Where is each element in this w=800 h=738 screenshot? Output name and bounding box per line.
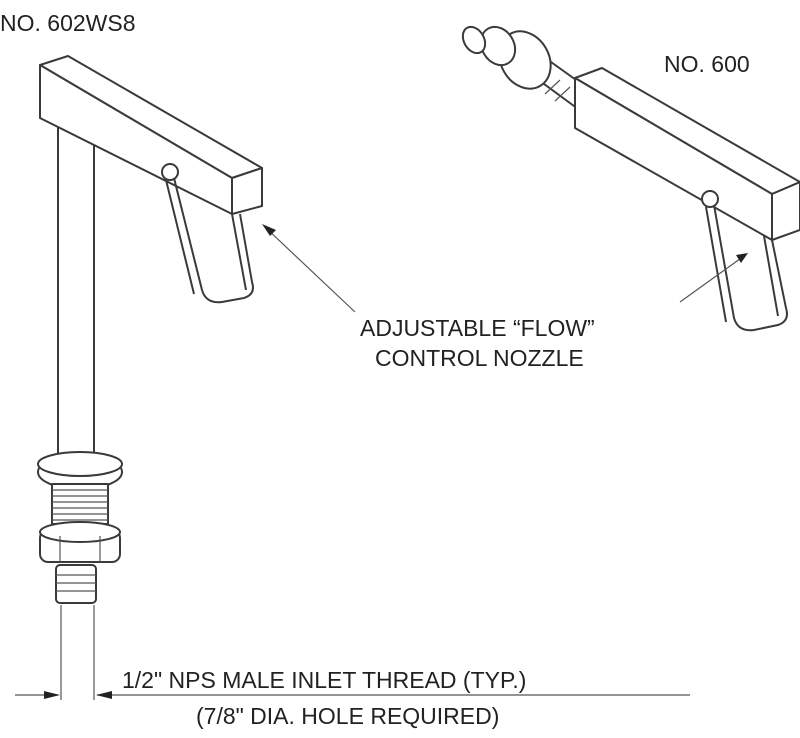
thread-label-line2: (7/8" DIA. HOLE REQUIRED) (196, 703, 499, 729)
stud-nut (479, 25, 517, 67)
stud-tip (461, 25, 487, 55)
thread-label-line1: 1/2" NPS MALE INLET THREAD (TYP.) (122, 667, 526, 693)
body-end-face (771, 181, 800, 241)
flow-nozzle-right (701, 190, 788, 332)
lock-nut (39, 521, 121, 563)
nozzle-label-line2: CONTROL NOZZLE (375, 345, 584, 371)
nozzle-leaders (262, 224, 748, 313)
fixture-602ws8 (37, 55, 263, 700)
head-end-face (231, 167, 263, 215)
thread-dimension (15, 691, 690, 699)
fixture-600 (461, 25, 800, 332)
vertical-pipe (57, 117, 95, 459)
flow-nozzle-left (161, 163, 254, 304)
threaded-shank (51, 483, 109, 525)
inlet-fitting (55, 564, 97, 604)
model-label-602ws8: NO. 602WS8 (0, 10, 136, 36)
model-label-600: NO. 600 (664, 51, 750, 77)
nozzle-label-line1: ADJUSTABLE “FLOW” (360, 315, 595, 341)
